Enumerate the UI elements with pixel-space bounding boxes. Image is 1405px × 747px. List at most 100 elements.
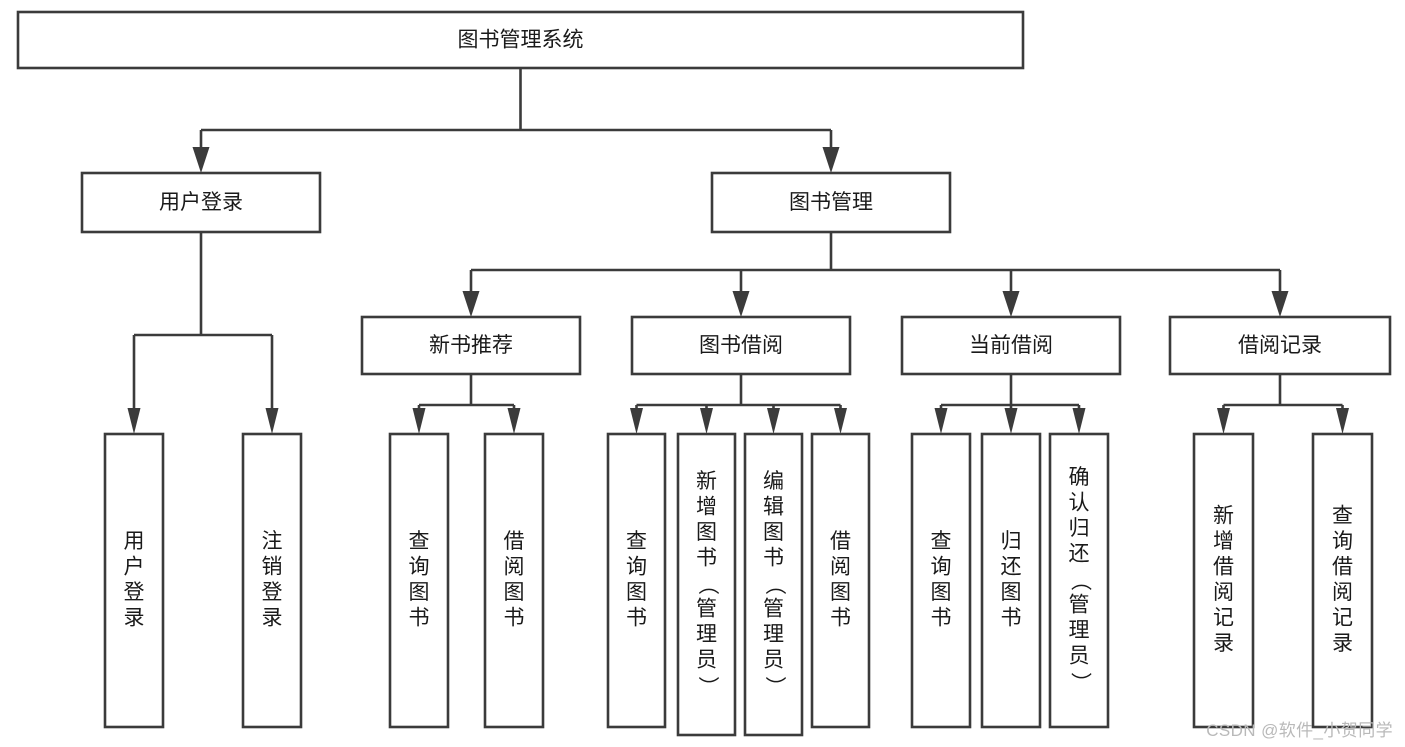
node-label: 图书管理: [789, 191, 873, 214]
edge-group-root: [192, 68, 840, 173]
node-label-char: 管: [696, 598, 717, 621]
node-label-char: 确: [1069, 466, 1090, 489]
node-label-char: 录: [1213, 632, 1234, 655]
node-label-char: 书: [696, 547, 717, 570]
node-label-char: 书: [931, 606, 952, 629]
node-label-char: 理: [1069, 619, 1090, 642]
node-label-char: 登: [124, 581, 145, 604]
node-label-char: 员: [1069, 645, 1090, 668]
node-book-manage[interactable]: 图书管理: [710, 171, 952, 234]
node-label-char: 编: [763, 470, 784, 493]
edge-group-current-borrow: [934, 374, 1086, 434]
node-label-char: 注: [262, 530, 283, 553]
node-label: 新书推荐: [429, 334, 513, 357]
node-user-login[interactable]: 用户登录: [80, 171, 322, 234]
node-label-char: 增: [1213, 530, 1234, 553]
node-label-char: 阅: [830, 555, 851, 578]
node-label-char: 登: [262, 581, 283, 604]
node-root[interactable]: 图书管理系统: [16, 10, 1025, 70]
node-label-char: 借: [1332, 555, 1353, 578]
node-label-char: 查: [931, 530, 952, 553]
node-label-char: 图: [626, 581, 647, 604]
node-label-char: 查: [1332, 504, 1353, 527]
node-label-char: ）: [763, 676, 786, 697]
node-label: 图书管理系统: [458, 29, 584, 52]
node-borrow-record[interactable]: 借阅记录: [1168, 315, 1392, 376]
node-label-char: 查: [626, 530, 647, 553]
node-label-char: 借: [830, 530, 851, 553]
node-label-char: 书: [504, 606, 525, 629]
node-label-char: 图: [409, 581, 430, 604]
node-label-char: 询: [626, 555, 647, 578]
node-label-char: 理: [696, 623, 717, 646]
node-label-char: 阅: [504, 555, 525, 578]
node-label-char: 书: [409, 606, 430, 629]
node-label-char: （: [763, 574, 786, 595]
node-label-char: 还: [1001, 555, 1022, 578]
node-label: 用户登录: [159, 191, 243, 214]
node-label-char: 图: [504, 581, 525, 604]
node-label-char: 书: [830, 606, 851, 629]
node-label-char: 管: [763, 598, 784, 621]
node-label-char: 记: [1213, 606, 1234, 629]
node-leaf-user-login[interactable]: 用户登录: [103, 432, 165, 729]
node-label-char: ）: [696, 676, 719, 697]
node-label-char: 阅: [1332, 581, 1353, 604]
node-label-char: 图: [696, 521, 717, 544]
node-label-char: 归: [1069, 517, 1090, 540]
node-label-char: 询: [1332, 530, 1353, 553]
nodes-layer: 图书管理系统用户登录图书管理新书推荐图书借阅当前借阅借阅记录用户登录注销登录查询…: [16, 10, 1392, 737]
node-label-char: 认: [1069, 492, 1090, 515]
node-label-char: 归: [1001, 530, 1022, 553]
edge-group-user-login: [127, 232, 279, 434]
node-label-char: 图: [1001, 581, 1022, 604]
edge-group-new-book-recommend: [412, 374, 521, 434]
node-label-char: 借: [504, 530, 525, 553]
node-label-char: （: [1068, 570, 1091, 591]
node-label-char: 书: [626, 606, 647, 629]
node-label-char: 管: [1069, 594, 1090, 617]
node-label-char: 录: [262, 606, 283, 629]
node-label-char: 录: [124, 606, 145, 629]
node-label-char: 阅: [1213, 581, 1234, 604]
node-label-char: （: [696, 574, 719, 595]
node-label-char: 户: [124, 555, 145, 578]
node-label-char: 还: [1069, 543, 1090, 566]
node-book-borrow[interactable]: 图书借阅: [630, 315, 852, 376]
node-label-char: 书: [1001, 606, 1022, 629]
node-label-char: 用: [124, 530, 145, 553]
node-label-char: ）: [1068, 672, 1091, 693]
node-label-char: 员: [696, 649, 717, 672]
node-label-char: 借: [1213, 555, 1234, 578]
node-new-book-recommend[interactable]: 新书推荐: [360, 315, 582, 376]
node-label-char: 图: [830, 581, 851, 604]
node-label-char: 新: [696, 470, 717, 493]
node-label-char: 询: [931, 555, 952, 578]
node-label-char: 理: [763, 623, 784, 646]
node-label: 当前借阅: [969, 334, 1053, 357]
node-label-char: 销: [262, 555, 283, 578]
node-label-char: 查: [409, 530, 430, 553]
edge-group-borrow-record: [1217, 374, 1349, 434]
node-label-char: 图: [931, 581, 952, 604]
node-label: 借阅记录: [1238, 334, 1322, 357]
node-label-char: 书: [763, 547, 784, 570]
edge-group-book-borrow: [630, 374, 847, 434]
node-label-char: 记: [1332, 606, 1353, 629]
node-label: 图书借阅: [699, 334, 783, 357]
node-current-borrow[interactable]: 当前借阅: [900, 315, 1122, 376]
